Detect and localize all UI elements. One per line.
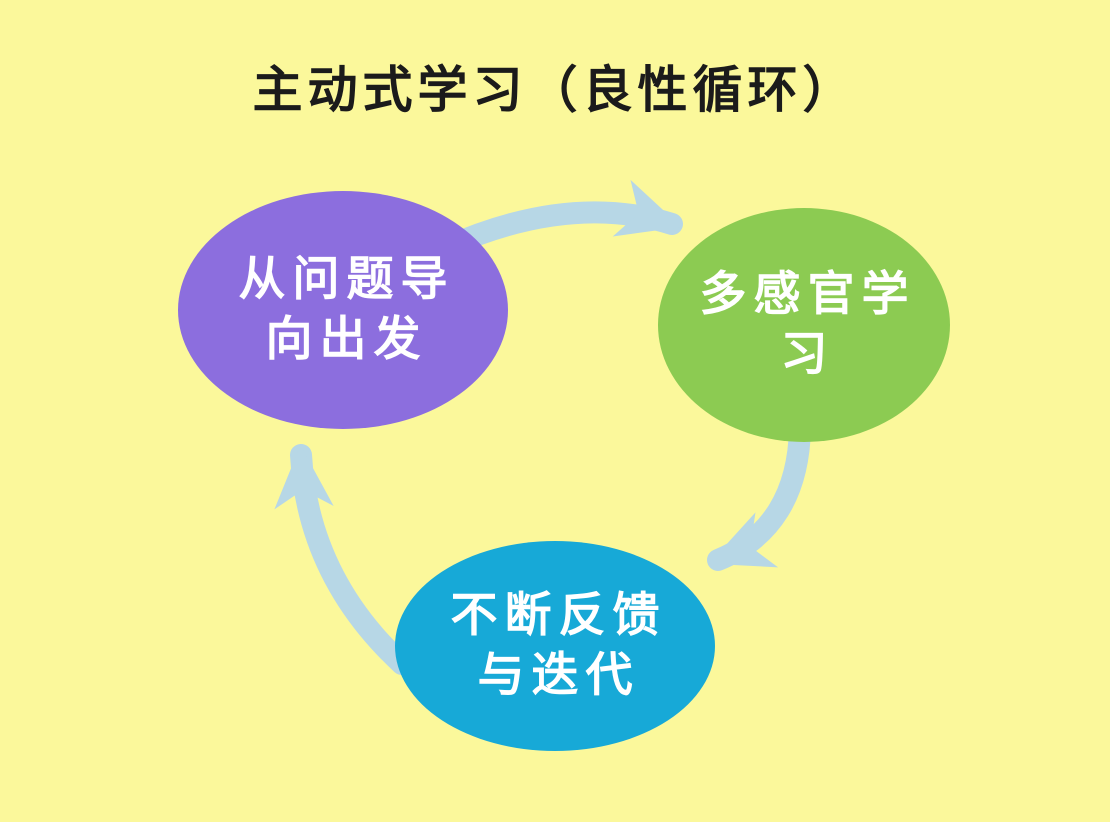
diagram-title: 主动式学习（良性循环） xyxy=(252,61,858,119)
node-multi-sensory: 多感官学 习 xyxy=(658,208,950,442)
node-feedback-iteration: 不断反馈 与迭代 xyxy=(395,541,715,751)
arrow-sensory-to-feedback xyxy=(707,417,811,571)
node-label-line: 与迭代 xyxy=(477,648,640,703)
node-multi-sensory-label: 多感官学 习 xyxy=(693,265,916,385)
arrow-problem-to-sensory xyxy=(434,179,683,259)
node-label-line: 不断反馈 xyxy=(450,587,667,643)
node-label-line: 向出发 xyxy=(265,312,428,367)
node-problem-oriented-label: 从问题导 向出发 xyxy=(232,250,455,370)
node-label-line: 习 xyxy=(780,327,835,382)
node-label-line: 多感官学 xyxy=(699,266,916,322)
node-feedback-iteration-label: 不断反馈 与迭代 xyxy=(444,586,667,706)
node-problem-oriented: 从问题导 向出发 xyxy=(178,191,508,429)
arrow-feedback-to-problem xyxy=(274,444,413,675)
node-label-line: 从问题导 xyxy=(238,251,455,307)
